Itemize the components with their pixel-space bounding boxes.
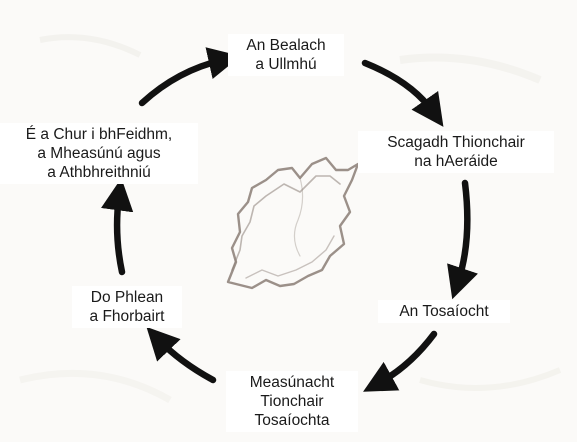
step-label-line: Measúnacht	[232, 373, 352, 392]
background-texture	[20, 37, 560, 400]
arrow-step6-to-step1	[142, 60, 223, 103]
step-label-line: É a Chur i bhFeidhm,	[6, 125, 192, 144]
step-label-line: An Bealach	[234, 36, 338, 55]
step-climate-impact-screening: Scagadh Thionchair na hAeráide	[358, 131, 554, 173]
arrow-step5-to-step6	[117, 196, 122, 272]
step-prepare-the-way: An Bealach a Ullmhú	[228, 34, 344, 76]
step-priority-impact-assessment: Measúnacht Tionchair Tosaíochta	[226, 371, 358, 432]
step-label-line: An Tosaíocht	[384, 302, 504, 321]
step-develop-your-plan: Do Phlean a Fhorbairt	[72, 286, 182, 328]
step-label-line: a Mheasúnú agus	[6, 144, 192, 163]
arrow-step4-to-step5	[159, 340, 213, 380]
arrow-step3-to-step4	[379, 334, 434, 383]
arrow-step2-to-step3	[458, 183, 467, 282]
step-label-line: a Athbhreithniú	[6, 163, 192, 182]
step-prioritisation: An Tosaíocht	[378, 300, 510, 323]
step-label-line: Scagadh Thionchair	[364, 133, 548, 152]
ireland-map-sketch-icon	[228, 158, 358, 288]
cycle-arrows	[117, 60, 467, 383]
step-label-line: Do Phlean	[78, 288, 176, 307]
step-label-line: a Fhorbairt	[78, 307, 176, 326]
step-label-line: a Ullmhú	[234, 55, 338, 74]
step-label-line: Tosaíochta	[232, 411, 352, 430]
step-implement-evaluate-review: É a Chur i bhFeidhm, a Mheasúnú agus a A…	[0, 123, 198, 184]
step-label-line: na hAeráide	[364, 152, 548, 171]
arrow-step1-to-step2	[365, 63, 433, 112]
step-label-line: Tionchair	[232, 392, 352, 411]
